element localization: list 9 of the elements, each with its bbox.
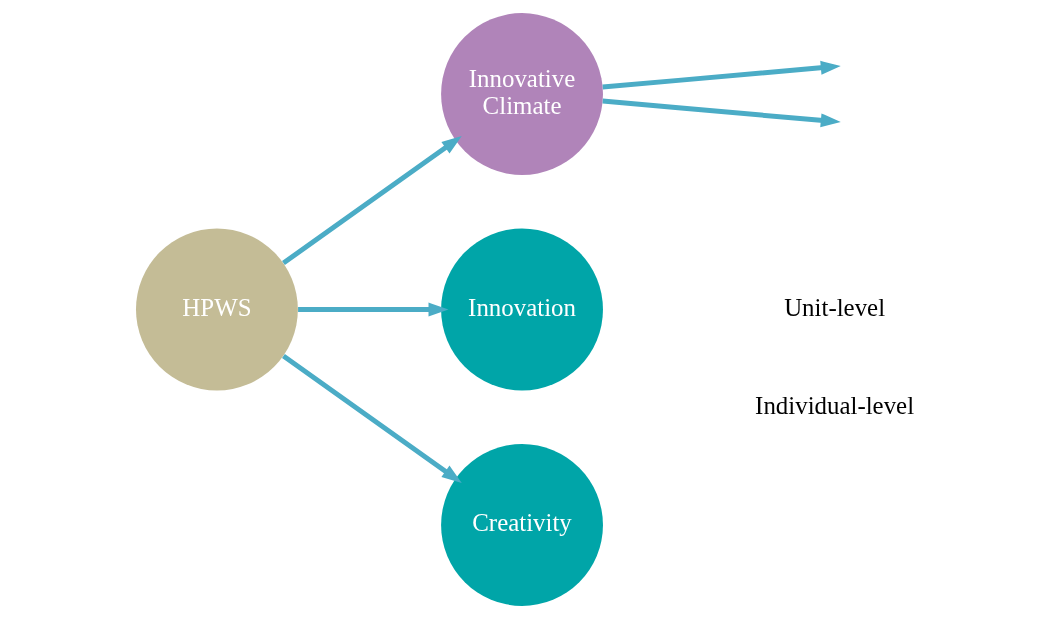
arrow (602, 60, 841, 90)
arrow (282, 136, 462, 266)
arrow (282, 353, 462, 483)
arrow (602, 98, 841, 128)
arrow (298, 302, 449, 317)
label: Unit-level (784, 293, 886, 321)
label: Individual-level (755, 392, 915, 420)
node-circle: Innovation (441, 228, 603, 391)
node-circle: HPWS (136, 228, 298, 391)
